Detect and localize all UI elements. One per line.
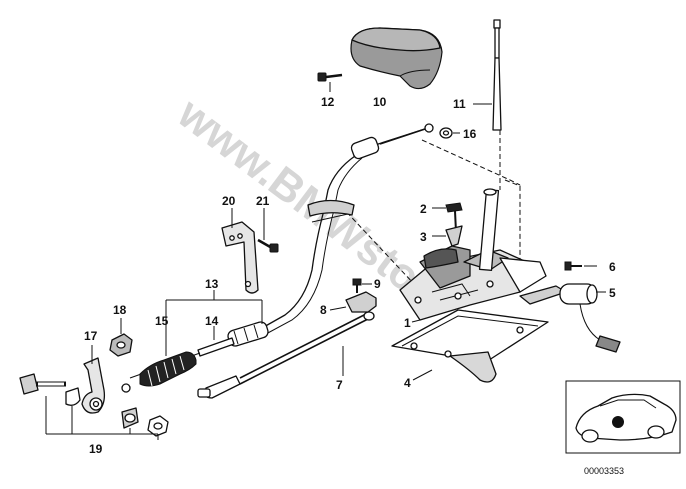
callout-9: 9 — [374, 277, 381, 291]
part-5-shiftlock — [519, 283, 621, 353]
callout-6: 6 — [609, 260, 616, 274]
part-6-screw — [564, 261, 597, 271]
callout-12: 12 — [321, 95, 335, 109]
callout-2: 2 — [420, 202, 427, 216]
callout-4: 4 — [404, 376, 411, 390]
callout-13: 13 — [205, 277, 219, 291]
callout-3: 3 — [420, 230, 427, 244]
part-10-gear-knob — [350, 27, 443, 90]
callout-10: 10 — [373, 95, 387, 109]
part-18-nut — [109, 318, 133, 357]
callout-11: 11 — [453, 97, 466, 111]
callout-20: 20 — [222, 194, 236, 208]
part-15-boot — [139, 351, 197, 387]
callout-14: 14 — [205, 314, 219, 328]
document-number: 00003353 — [584, 466, 624, 476]
part-20-bracket — [221, 208, 259, 294]
callout-7: 7 — [336, 378, 343, 392]
part-4-base-plate — [391, 309, 549, 383]
part-8-clip — [329, 291, 377, 313]
callout-labels: 1 2 3 4 5 6 7 8 9 10 11 12 13 14 15 16 1… — [84, 95, 616, 456]
callout-17: 17 — [84, 329, 98, 343]
callout-19: 19 — [89, 442, 103, 456]
vehicle-location-inset — [565, 380, 681, 454]
part-7-control-rod — [197, 311, 375, 399]
part-19-hardware-set — [19, 373, 169, 440]
callout-15: 15 — [155, 314, 169, 328]
part-21-screw — [257, 208, 279, 253]
part-3-nut — [432, 225, 463, 247]
alignment-lines — [318, 130, 521, 286]
part-12-screw — [317, 72, 343, 92]
callout-5: 5 — [609, 286, 616, 300]
callout-21: 21 — [256, 194, 270, 208]
callout-8: 8 — [320, 303, 327, 317]
leader-13-14-15 — [165, 290, 263, 356]
part-1-shifter-housing — [399, 188, 547, 323]
part-11-shift-lever — [473, 19, 502, 131]
part-17-selector-lever — [81, 345, 106, 414]
callout-1: 1 — [404, 316, 411, 330]
part-16-washer — [439, 127, 460, 139]
selector-cable — [121, 123, 434, 393]
callout-16: 16 — [463, 127, 477, 141]
part-9-screw — [352, 278, 372, 293]
callout-18: 18 — [113, 303, 127, 317]
